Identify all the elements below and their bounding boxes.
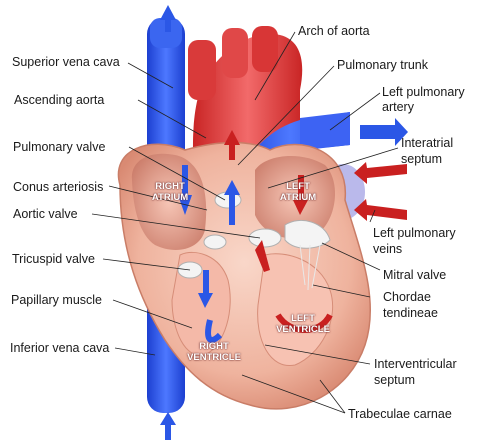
label-papillary-muscle: Papillary muscle <box>11 293 103 307</box>
label-interventricular-septum-2: septum <box>374 373 415 387</box>
chamber-right-ventricle: RIGHT VENTRICLE <box>186 341 242 363</box>
label-ascending-aorta: Ascending aorta <box>14 93 105 107</box>
label-interatrial-septum-2: septum <box>401 152 442 166</box>
chamber-label-line: RIGHT <box>155 181 185 192</box>
left-ventricle-cavity <box>257 253 334 366</box>
label-left-pulmonary-veins-2: veins <box>373 242 403 256</box>
chamber-label-line: LEFT <box>286 181 310 192</box>
chordae-tendineae <box>299 244 321 291</box>
label-left-pulmonary-artery-2: artery <box>382 100 414 114</box>
chamber-left-ventricle: LEFT VENTRICLE <box>275 313 331 335</box>
chamber-right-atrium: RIGHT ATRIUM <box>150 181 190 203</box>
label-left-pulmonary-artery-1: Left pulmonary <box>382 85 465 99</box>
chamber-label-line: ATRIUM <box>279 192 317 203</box>
label-inferior-vena-cava: Inferior vena cava <box>10 341 110 355</box>
label-arch-of-aorta: Arch of aorta <box>298 24 370 38</box>
label-chordae-tendineae-2: tendineae <box>383 306 438 320</box>
label-interatrial-septum-1: Interatrial <box>401 136 454 150</box>
label-interventricular-septum-1: Interventricular <box>374 357 457 371</box>
label-superior-vena-cava: Superior vena cava <box>12 55 120 69</box>
label-pulmonary-valve: Pulmonary valve <box>13 140 106 154</box>
leader-lines <box>91 31 399 414</box>
label-conus-arteriosis: Conus arteriosis <box>13 180 104 194</box>
chamber-label-line: LEFT <box>291 313 315 324</box>
right-ventricle-cavity <box>171 251 231 356</box>
left-atrium-cavity <box>255 155 336 239</box>
chamber-label-line: VENTRICLE <box>276 324 330 335</box>
chamber-label-line: ATRIUM <box>151 192 189 203</box>
label-left-pulmonary-veins-1: Left pulmonary <box>373 226 456 240</box>
chamber-label-line: RIGHT <box>199 341 229 352</box>
label-trabeculae-carnae: Trabeculae carnae <box>348 407 452 421</box>
chamber-label-line: VENTRICLE <box>187 352 241 363</box>
label-tricuspid-valve: Tricuspid valve <box>12 252 95 266</box>
label-mitral-valve: Mitral valve <box>383 268 447 282</box>
flow-arrows <box>160 5 408 440</box>
label-pulmonary-trunk: Pulmonary trunk <box>337 58 429 72</box>
label-chordae-tendineae-1: Chordae <box>383 290 431 304</box>
chamber-left-atrium: LEFT ATRIUM <box>278 181 318 203</box>
label-aortic-valve: Aortic valve <box>13 207 78 221</box>
